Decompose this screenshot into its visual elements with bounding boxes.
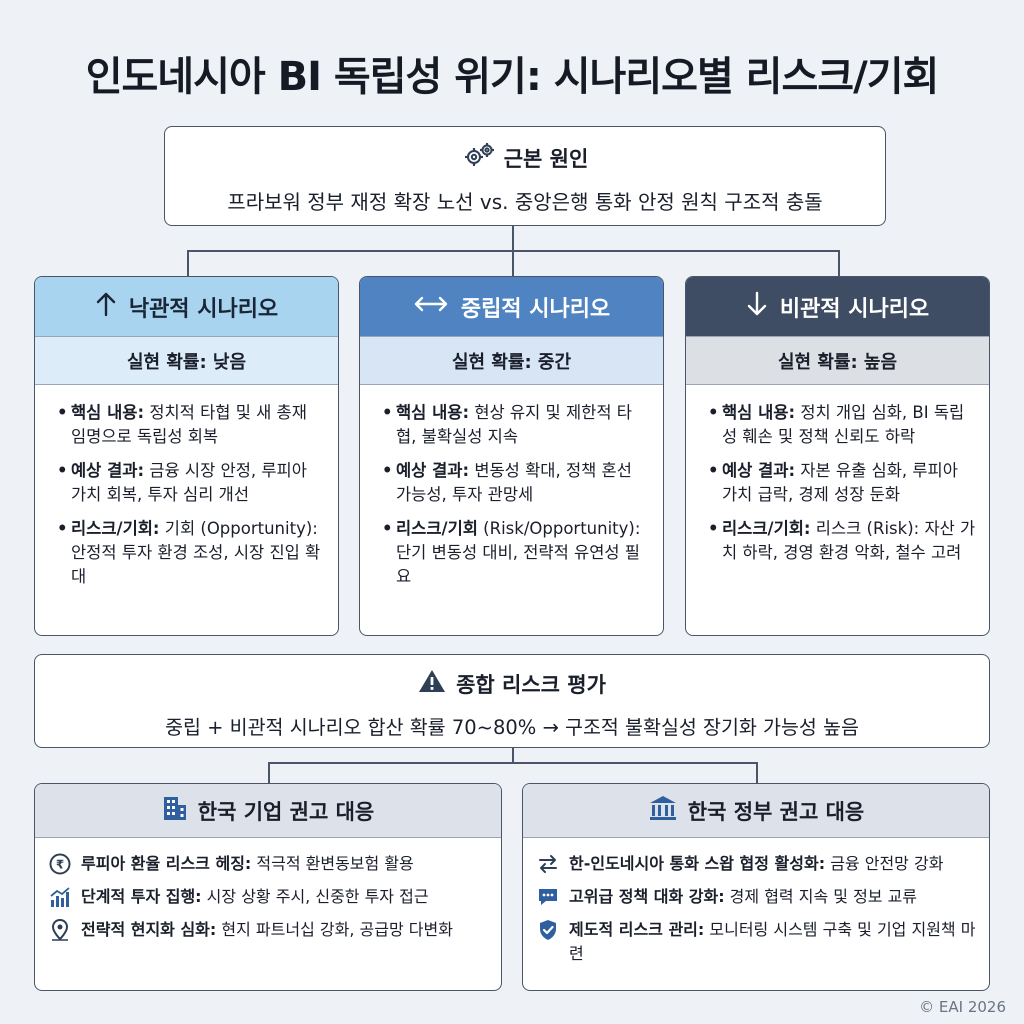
arrow-down-icon (746, 291, 768, 323)
connector-line (268, 762, 270, 783)
swap-icon (537, 852, 559, 876)
list-item: ₹ 루피아 환율 리스크 헤징: 적극적 환변동보험 활용 (49, 852, 491, 876)
government-icon (648, 794, 678, 827)
connector-line (512, 226, 514, 250)
svg-text:₹: ₹ (56, 858, 64, 872)
scenario-title: 중립적 시나리오 (460, 296, 611, 322)
scenario-probability: 실현 확률: 높음 (686, 337, 989, 385)
scenario-optimistic: 낙관적 시나리오 실현 확률: 낮음 핵심 내용: 정치적 타협 및 새 총재 … (34, 276, 339, 636)
scenario-probability: 실현 확률: 낮음 (35, 337, 338, 385)
gears-icon (462, 141, 496, 174)
root-cause-text: 프라보워 정부 재정 확장 노선 vs. 중앙은행 통화 안정 원칙 구조적 충… (227, 190, 823, 214)
building-icon (162, 794, 188, 827)
list-item: 리스크/기회: 리스크 (Risk): 자산 가치 하락, 경영 환경 악화, … (708, 517, 977, 565)
summary-heading: 종합 리스크 평가 (456, 672, 606, 697)
recommendation-government: 한국 정부 권고 대응 한-인도네시아 통화 스왑 협정 활성화: 금융 안전망… (522, 783, 990, 991)
list-item: 제도적 리스크 관리: 모니터링 시스템 구축 및 기업 지원책 마련 (537, 918, 979, 966)
connector-line (512, 748, 514, 762)
scenario-title: 낙관적 시나리오 (128, 296, 279, 322)
list-item: 예상 결과: 금융 시장 안정, 루피아 가치 회복, 투자 심리 개선 (57, 459, 326, 507)
list-item: 한-인도네시아 통화 스왑 협정 활성화: 금융 안전망 강화 (537, 852, 979, 876)
currency-icon: ₹ (49, 852, 71, 876)
arrow-up-icon (95, 291, 117, 323)
shield-check-icon (537, 918, 559, 942)
scenario-probability: 실현 확률: 중간 (360, 337, 663, 385)
scenario-title: 비관적 시나리오 (779, 296, 930, 322)
map-pin-icon (49, 918, 71, 942)
page-title: 인도네시아 BI 독립성 위기: 시나리오별 리스크/기회 (85, 54, 940, 100)
list-item: 예상 결과: 변동성 확대, 정책 혼선 가능성, 투자 관망세 (382, 459, 651, 507)
recommendation-title: 한국 정부 권고 대응 (687, 799, 865, 824)
root-cause-heading: 근본 원인 (503, 146, 589, 171)
connector-line (268, 762, 757, 764)
list-item: 전략적 현지화 심화: 현지 파트너십 강화, 공급망 다변화 (49, 918, 491, 942)
root-cause-box: 근본 원인 프라보워 정부 재정 확장 노선 vs. 중앙은행 통화 안정 원칙… (164, 126, 886, 226)
connector-line (838, 250, 840, 276)
copyright: © EAI 2026 (919, 998, 1006, 1016)
list-item: 핵심 내용: 현상 유지 및 제한적 타협, 불확실성 지속 (382, 401, 651, 449)
list-item: 단계적 투자 집행: 시장 상황 주시, 신중한 투자 접근 (49, 885, 491, 909)
connector-line (512, 250, 514, 276)
scenario-neutral: 중립적 시나리오 실현 확률: 중간 핵심 내용: 현상 유지 및 제한적 타협… (359, 276, 664, 636)
list-item: 리스크/기회: 기회 (Opportunity): 안정적 투자 환경 조성, … (57, 517, 326, 589)
connector-line (756, 762, 758, 783)
bar-chart-icon (49, 885, 71, 909)
warning-icon (418, 668, 446, 699)
scenario-pessimistic: 비관적 시나리오 실현 확률: 높음 핵심 내용: 정치 개입 심화, BI 독… (685, 276, 990, 636)
list-item: 핵심 내용: 정치 개입 심화, BI 독립성 훼손 및 정책 신뢰도 하락 (708, 401, 977, 449)
list-item: 핵심 내용: 정치적 타협 및 새 총재 임명으로 독립성 회복 (57, 401, 326, 449)
connector-line (187, 250, 189, 276)
arrow-left-right-icon (413, 294, 449, 320)
list-item: 리스크/기회 (Risk/Opportunity): 단기 변동성 대비, 전략… (382, 517, 651, 589)
summary-box: 종합 리스크 평가 중립 + 비관적 시나리오 합산 확률 70~80% → 구… (34, 654, 990, 748)
summary-text: 중립 + 비관적 시나리오 합산 확률 70~80% → 구조적 불확실성 장기… (165, 716, 859, 739)
recommendation-companies: 한국 기업 권고 대응 ₹ 루피아 환율 리스크 헤징: 적극적 환변동보험 활… (34, 783, 502, 991)
list-item: 고위급 정책 대화 강화: 경제 협력 지속 및 정보 교류 (537, 885, 979, 909)
list-item: 예상 결과: 자본 유출 심화, 루피아 가치 급락, 경제 성장 둔화 (708, 459, 977, 507)
recommendation-title: 한국 기업 권고 대응 (197, 799, 375, 824)
chat-icon (537, 885, 559, 909)
